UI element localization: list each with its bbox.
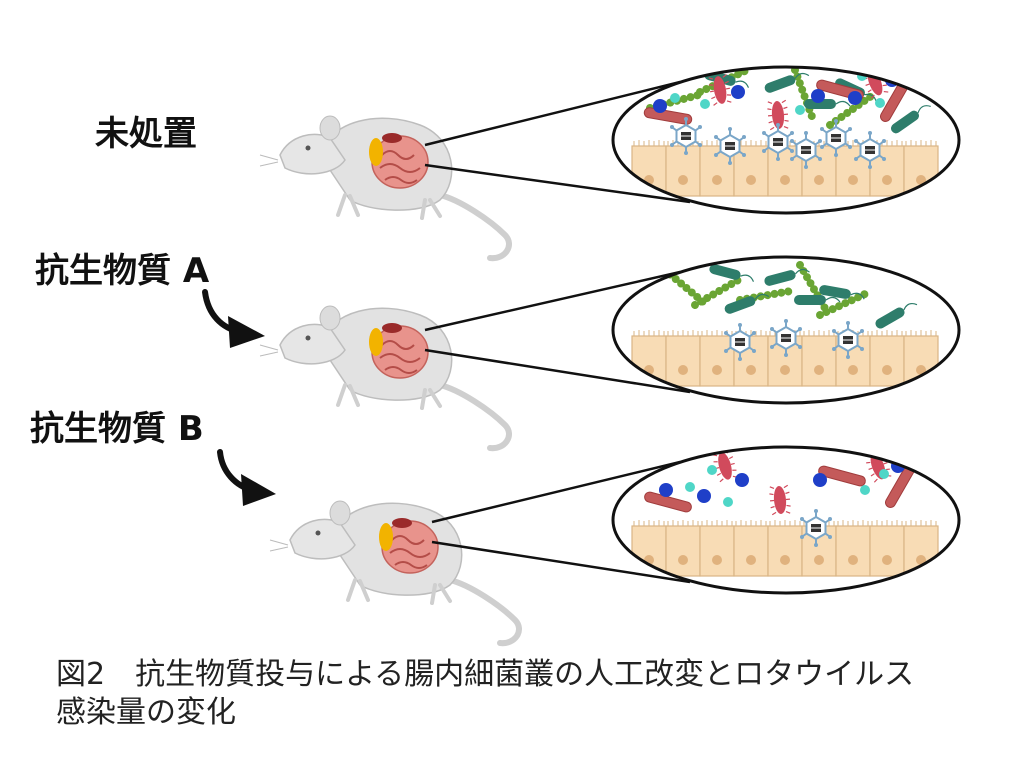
caption-line-1: 図2 抗生物質投与による腸内細菌叢の人工改変とロタウイルス <box>56 657 915 692</box>
mouse-antibiotic-b <box>270 501 519 643</box>
magnified-view-untreated <box>611 65 961 215</box>
panel-label-antibiotic-b: 抗生物質 B <box>30 409 204 449</box>
panel-label-antibiotic-a: 抗生物質 A <box>35 251 210 291</box>
arrow-antibiotic-b <box>217 449 276 506</box>
magnified-view-antibiotic-b <box>611 445 961 595</box>
zoom-lines-antibiotic-b <box>431 460 691 584</box>
caption-line-2: 感染量の変化 <box>56 695 236 730</box>
arrow-antibiotic-a <box>202 289 265 348</box>
magnified-view-antibiotic-a <box>611 255 961 405</box>
zoom-lines-untreated <box>424 80 691 204</box>
panel-label-untreated: 未処置 <box>95 114 197 154</box>
zoom-lines-antibiotic-a <box>424 270 691 394</box>
mouse-untreated <box>260 116 509 258</box>
mouse-antibiotic-a <box>260 306 509 448</box>
epithelium-antibiotic-b <box>631 519 939 577</box>
figure-caption: 図2 抗生物質投与による腸内細菌叢の人工改変とロタウイルス 感染量の変化 <box>56 656 1006 732</box>
